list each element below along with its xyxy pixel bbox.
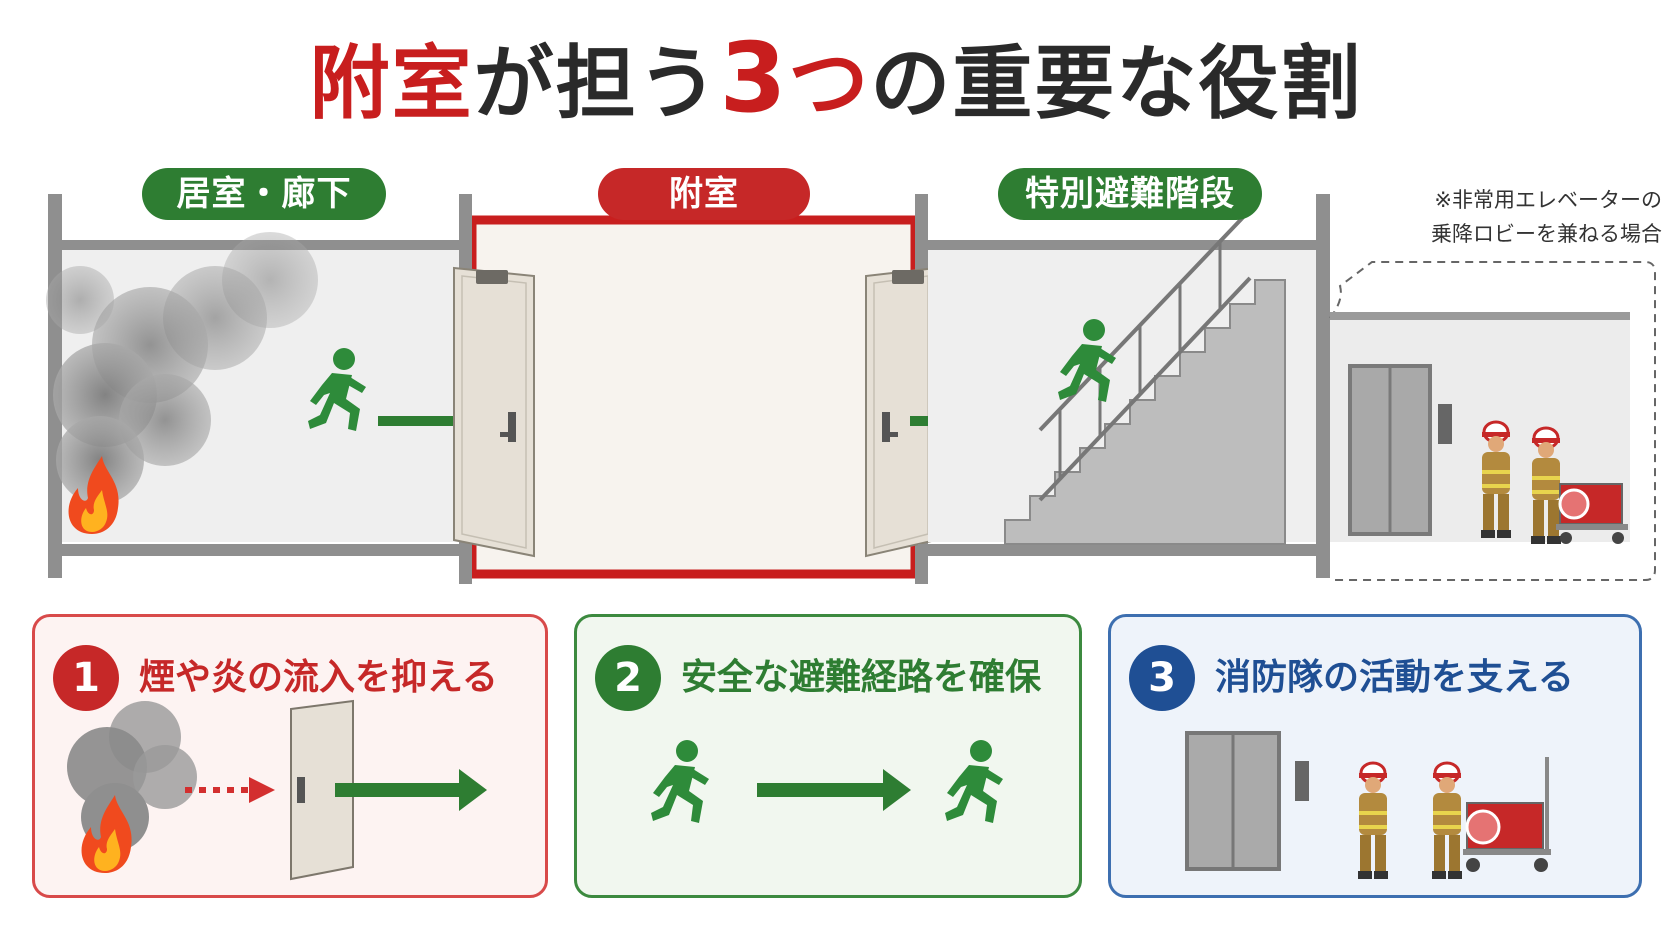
zone-label-stairs: 特別避難階段 <box>998 168 1262 220</box>
left-floor <box>48 544 468 556</box>
annex-room <box>472 220 915 574</box>
building-cross-section <box>46 194 1656 584</box>
zone-label-corridor: 居室・廊下 <box>142 168 386 220</box>
elevator-icon <box>1185 731 1309 871</box>
title-part-role: が担う <box>473 37 720 130</box>
firefighter-icon <box>1356 761 1390 881</box>
arrow-icon <box>335 769 487 811</box>
role-number-badge: 1 <box>53 645 119 711</box>
title-part-counter: つ <box>788 37 871 130</box>
fire-hose-cart-icon <box>1556 483 1628 544</box>
elevator-note: ※非常用エレベーターの 乗降ロビーを兼ねる場合 <box>1362 183 1662 251</box>
title-part-annex: 附室 <box>309 37 474 130</box>
stair-floor <box>918 544 1330 556</box>
role-illustration <box>651 740 1003 823</box>
role-card-smoke: 1 煙や炎の流入を抑える <box>32 614 548 898</box>
role-card-evacuation: 2 安全な避難経路を確保 <box>574 614 1082 898</box>
note-line-1: ※非常用エレベーターの <box>1434 188 1662 212</box>
smoke-icon <box>67 701 197 851</box>
elevator-lobby-callout <box>1329 261 1656 581</box>
role-number-badge: 2 <box>595 645 661 711</box>
stair-ceiling <box>918 240 1330 250</box>
running-person-icon <box>651 740 709 823</box>
role-card-firefighting: 3 消防隊の活動を支える <box>1108 614 1642 898</box>
note-line-2: 乗降ロビーを兼ねる場合 <box>1431 222 1662 246</box>
door-icon <box>865 266 937 558</box>
role-number-badge: 3 <box>1129 645 1195 711</box>
role-heading: 安全な避難経路を確保 <box>681 657 1042 698</box>
running-person-icon <box>945 740 1003 823</box>
title-part-rest: の重要な役割 <box>870 37 1363 130</box>
smoke-icon <box>46 232 318 504</box>
fire-hose-cart-icon <box>1463 757 1551 872</box>
role-heading: 消防隊の活動を支える <box>1215 657 1574 698</box>
door-icon <box>290 699 354 881</box>
title-part-number: 3 <box>719 22 789 134</box>
firefighter-icon <box>1430 761 1464 881</box>
role-illustration <box>1185 731 1551 881</box>
door-icon <box>453 266 535 558</box>
arrow-icon <box>757 769 911 811</box>
arrow-icon <box>378 402 502 440</box>
dotted-arrow-icon <box>185 777 275 803</box>
zone-label-annex: 附室 <box>598 168 810 220</box>
role-heading: 煙や炎の流入を抑える <box>139 657 498 698</box>
role-illustration <box>67 699 487 881</box>
page-title: 附室が担う3つの重要な役割 <box>0 28 1672 134</box>
stairs-icon <box>1004 208 1286 545</box>
elevator-icon <box>1348 364 1452 536</box>
stair-outer-wall <box>1316 194 1330 578</box>
